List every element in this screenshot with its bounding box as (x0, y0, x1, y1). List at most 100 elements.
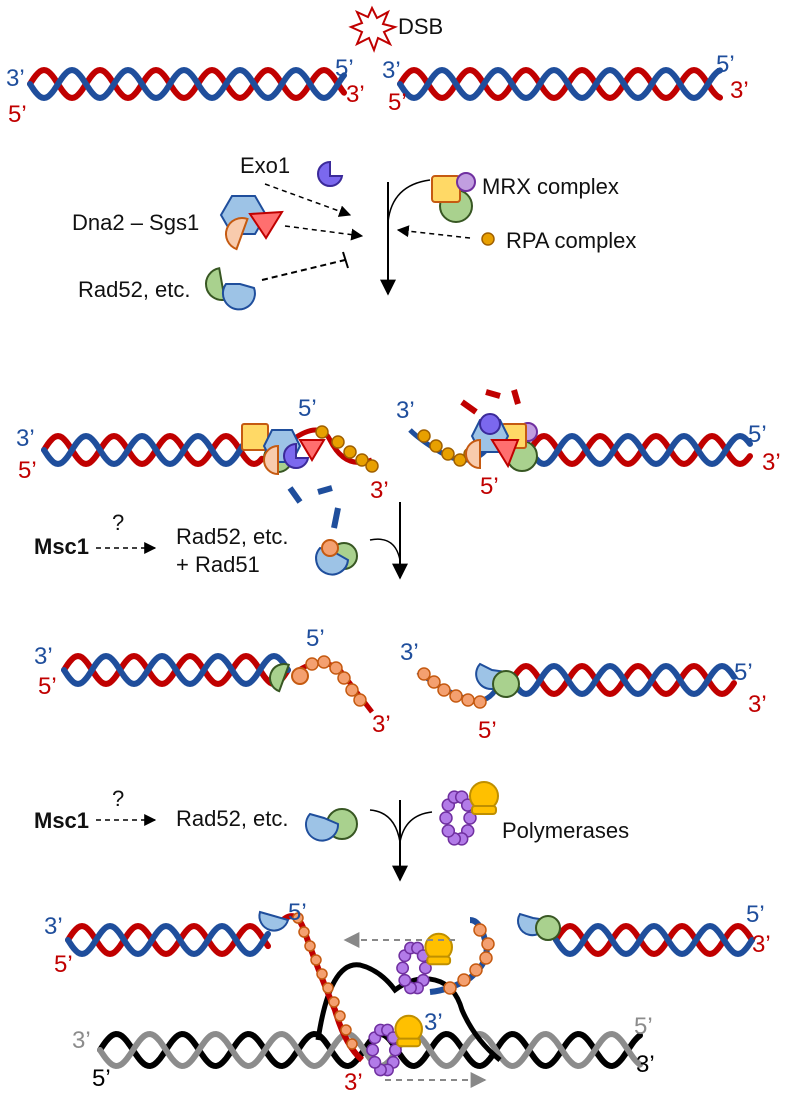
rad52-icon (205, 267, 256, 311)
strand-back (527, 432, 753, 468)
end-label: 3’ (396, 397, 415, 424)
end-label: 3’ (16, 425, 35, 452)
exo1-arrow (264, 183, 352, 217)
end-label: 3’ (762, 449, 781, 476)
question-mark-2: ? (112, 786, 124, 811)
rad51-label: + Rad51 (176, 552, 260, 577)
end-label: 3’ (636, 1051, 655, 1078)
dna2-arrow (284, 225, 364, 241)
end-label: 3’ (346, 81, 365, 108)
end-label: 3’ (752, 931, 771, 958)
dna-duplex-left-2 (41, 432, 265, 468)
mrx-label: MRX complex (482, 174, 619, 199)
end-label: 5’ (480, 473, 499, 500)
strand-back (27, 66, 347, 102)
degraded-strand-left (287, 485, 341, 529)
rad52-label-1: Rad52, etc. (78, 277, 191, 302)
resection-complex-right-icon (465, 413, 538, 472)
end-label: 5’ (288, 899, 307, 926)
dna-duplex-left-invading (65, 922, 271, 958)
rad52-inhibit-bar (342, 251, 349, 269)
rpa-bead (429, 439, 443, 453)
end-label: 5’ (38, 673, 57, 700)
rad52-bound-left-icon (258, 910, 290, 932)
polymerase-base (471, 805, 497, 815)
rad51-invading-left (292, 912, 358, 1050)
end-label: 3’ (6, 65, 25, 92)
polymerase-ring-bead (366, 1043, 380, 1057)
polymerase-base (396, 1037, 422, 1048)
rad51-bead (427, 675, 441, 689)
strand-front (527, 432, 753, 468)
strand-back (41, 432, 265, 468)
dna2-sgs1-icon (219, 195, 284, 251)
loading-curve (369, 538, 401, 561)
end-label: 3’ (44, 913, 63, 940)
strand-back (397, 66, 723, 102)
polymerase-ring-bead (396, 961, 410, 975)
end-label: 5’ (634, 1013, 653, 1040)
rpa-bead (453, 453, 467, 467)
rad51-bead (305, 657, 319, 671)
end-label: 3’ (34, 643, 53, 670)
rad51-bead (316, 968, 328, 980)
end-label: 5’ (18, 457, 37, 484)
rpa-label: RPA complex (506, 228, 636, 253)
rad52-inhibit-line (261, 259, 346, 281)
rad51-bead (337, 671, 351, 685)
polymerase-ring-bead (418, 961, 432, 975)
rad51-bead (457, 973, 471, 987)
rad51-bead (481, 937, 495, 951)
rpa-bead (365, 459, 379, 473)
rad51-bead (437, 683, 451, 697)
end-label: 3’ (72, 1027, 91, 1054)
end-label: 5’ (298, 395, 317, 422)
rad51-bead (346, 1038, 358, 1050)
question-mark-1: ? (112, 510, 124, 535)
rad51-bead (353, 693, 367, 707)
strand-front (41, 432, 265, 468)
rad51-bead (317, 655, 331, 669)
end-label: 5’ (478, 717, 497, 744)
msc1-label-1: Msc1 (34, 534, 89, 559)
end-label: 5’ (335, 55, 354, 82)
rpa-bead (417, 429, 431, 443)
end-label: 3’ (344, 1069, 363, 1095)
end-label: 5’ (716, 51, 735, 78)
strand-front (553, 922, 755, 958)
rpa-bead (355, 453, 369, 467)
polymerase-base (426, 955, 452, 966)
polymerase-ring-bead (439, 811, 453, 825)
rpa-coated-ssdna-right (417, 429, 477, 467)
dna-duplex-right-invading (553, 922, 755, 958)
strand-front (397, 66, 723, 102)
rad51-bead (334, 1010, 346, 1022)
rad51-filament-right (417, 667, 487, 709)
exo1-label: Exo1 (240, 153, 290, 178)
dsb-star-icon (348, 5, 399, 53)
rad52-label-2: Rad52, etc. (176, 524, 289, 549)
synthesis-curve (369, 809, 433, 843)
strand-front (27, 66, 347, 102)
dna-duplex-right-2 (527, 432, 753, 468)
rad52-label-3: Rad52, etc. (176, 806, 289, 831)
end-label: 5’ (92, 1065, 111, 1092)
rad51-bead (443, 981, 457, 995)
end-label: 3’ (372, 711, 391, 738)
rad51-bead (449, 689, 463, 703)
dna-duplex-left-3 (61, 652, 291, 688)
rad51-bead (310, 954, 322, 966)
mrx-complex-icon (431, 172, 476, 223)
end-label: 5’ (734, 659, 753, 686)
end-label: 3’ (382, 57, 401, 84)
end-label: 3’ (730, 77, 749, 104)
end-label: 5’ (306, 625, 325, 652)
rad51-bead (473, 923, 487, 937)
rad52-left-icon (269, 663, 309, 693)
rad51-bead (322, 982, 334, 994)
dna-duplex-left-1 (27, 66, 347, 102)
resection-complex-left-icon (241, 423, 326, 476)
mrx-curve (387, 179, 431, 223)
polymerase-ring-bead (441, 824, 456, 838)
